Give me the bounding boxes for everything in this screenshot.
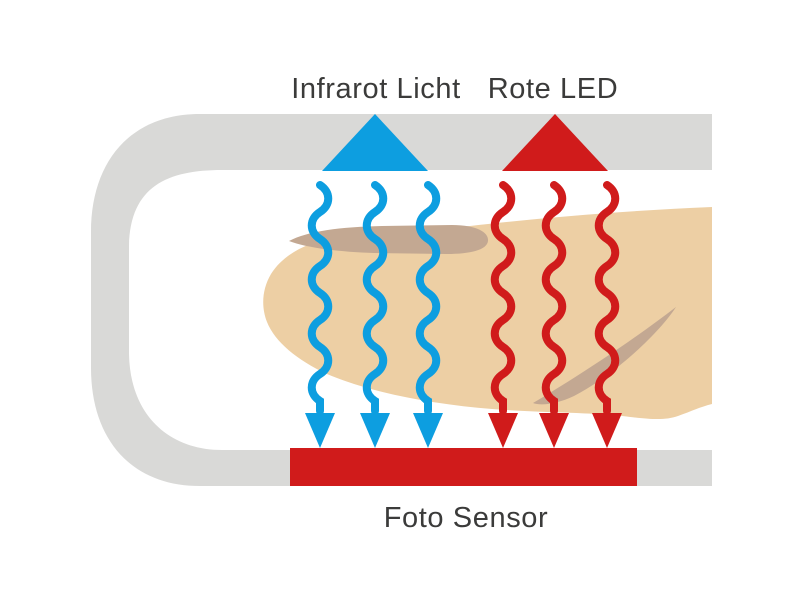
sensor-housing (91, 114, 712, 486)
infrared-light-label: Infrarot Licht (291, 73, 461, 105)
photo-sensor-bar (290, 448, 637, 486)
photo-sensor-label: Foto Sensor (384, 502, 549, 534)
red-led-label: Rote LED (488, 73, 619, 105)
red-led-triangle (502, 114, 608, 171)
infrared-led-triangle (322, 114, 428, 171)
